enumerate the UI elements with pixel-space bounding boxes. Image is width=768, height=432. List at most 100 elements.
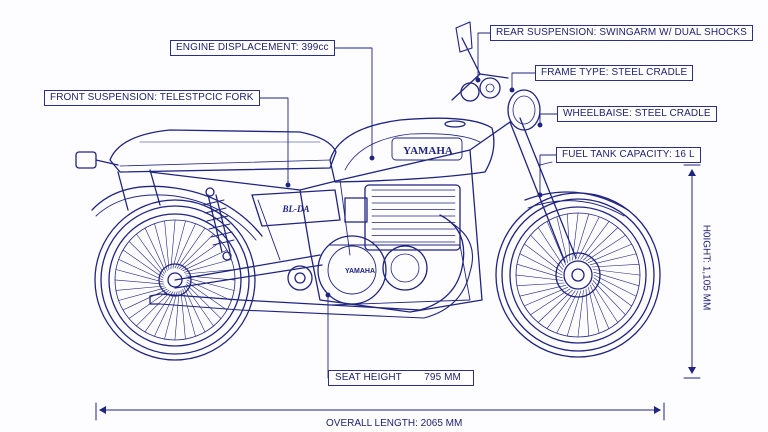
spoke [546,290,576,330]
spoke [144,291,174,333]
spoke [589,253,637,266]
spoke [174,290,180,341]
tank-brand-text: YAMAHA [403,145,453,157]
spoke [530,234,564,270]
spoke [164,291,178,340]
spoke [593,274,637,297]
rear-shock [202,187,235,261]
front-wheel [495,192,661,358]
side-cover-text: BL-DA [282,204,310,214]
spoke [587,243,633,264]
seat-height-label: SEAT HEIGHT 795 MM [328,370,474,386]
spoke [186,279,232,301]
spoke [136,233,165,275]
spoke [592,280,626,316]
spoke [556,290,579,334]
spoke [122,249,164,279]
spoke [556,216,569,264]
spoke [523,243,563,273]
swingarm [174,254,323,289]
spoke [585,234,626,262]
spoke [186,281,228,311]
spoke [186,277,235,291]
seat [109,129,337,173]
spoke [591,263,640,268]
spoke [515,274,564,281]
spoke [583,227,619,261]
spoke [566,290,582,337]
spoke [182,249,228,272]
spoke [115,269,164,283]
front-fender [524,191,629,211]
spoke [176,227,206,269]
rear-suspension-label: REAR SUSPENSION: SWINGARM W/ DUAL SHOCKS [490,25,753,41]
spoke [183,287,206,333]
exhaust-pipe [159,214,465,311]
spoke [174,223,196,269]
spoke [185,285,214,327]
leader-lines [197,32,558,379]
overall-height-label: H0IGHT: 1,105 MM [700,221,712,314]
spoke [154,291,176,337]
side-cover [251,189,341,227]
spoke [585,288,590,337]
spoke [593,271,640,287]
spoke [180,241,222,270]
spoke [144,227,167,273]
gauges [460,77,501,102]
spoke [185,269,235,275]
rear-wheel [94,199,256,361]
engine [287,184,471,306]
spoke [128,241,164,277]
rear-fender [91,185,263,237]
front-suspension-label: FRONT SUSPENSION: TELESTPCIC FORK [44,90,260,106]
frame [149,121,511,313]
spoke [537,289,573,323]
spoke [591,282,619,323]
spoke [180,290,186,340]
spoke [172,220,186,269]
spoke [114,279,164,285]
spoke [523,286,569,307]
frame-type-label: FRAME TYPE: STEEL CRADLE [535,65,694,81]
overall-length-label: OVERALL LENGTH: 2065 MM [322,418,467,429]
spoke [115,285,165,291]
spoke [519,253,563,276]
spoke [587,286,600,334]
spoke [122,288,168,311]
spoke [128,290,170,319]
spoke [589,284,610,330]
spoke [516,263,563,279]
spoke [577,289,584,338]
wheelbase-label: WHEELBAISE: STEEL CRADLE [557,106,717,122]
tail-light [75,151,97,169]
spoke [154,223,168,272]
spoke [183,259,232,273]
seat-height-text: SEAT HEIGHT [335,372,402,383]
fuel-tank-capacity-label: FUEL TANK CAPACITY: 16 L [556,147,701,163]
spoke [182,288,196,337]
engine-displacement-label: ENGINE DISPLACEMENT: 399cc [170,40,335,56]
spoke [136,290,172,327]
spoke [118,259,164,281]
headlight [507,89,541,131]
spoke [593,277,633,307]
overall-length-dimension [95,402,665,421]
spoke [574,213,590,260]
spoke [566,213,571,262]
spoke [186,283,222,319]
spoke [592,269,641,276]
spoke [530,288,571,316]
spoke [577,216,600,260]
spoke [537,227,565,268]
spoke [170,219,176,270]
spoke [580,221,610,260]
spoke [519,284,567,297]
spoke [118,287,167,301]
seat-height-value: 795 MM [424,372,461,383]
spoke [164,220,170,270]
overall-height-dimension [683,164,701,379]
spoke [516,282,565,287]
